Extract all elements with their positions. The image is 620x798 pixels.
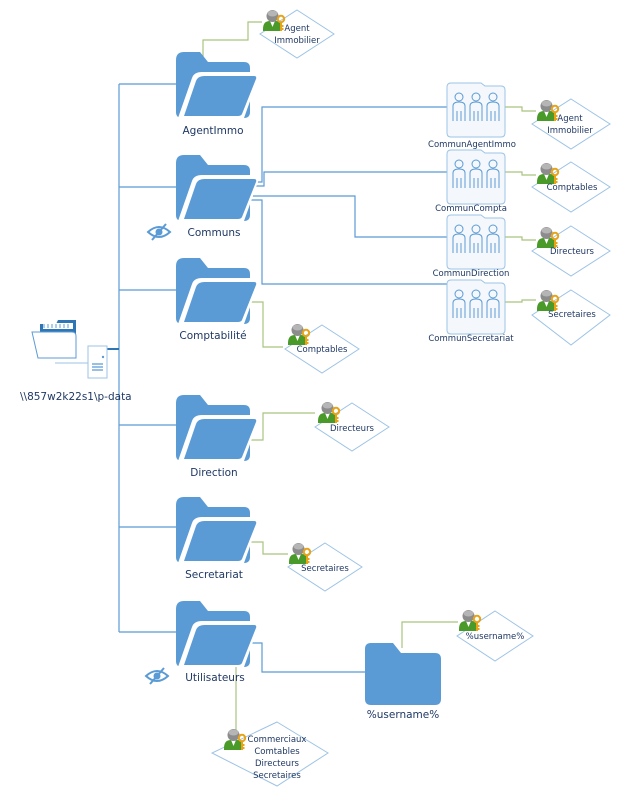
- permission-label: Directeurs: [550, 247, 595, 257]
- permission-label: Agent: [284, 24, 310, 34]
- permission-label: Agent: [557, 114, 583, 124]
- folder-label: Secretariat: [185, 569, 243, 581]
- hidden-eye-icon: [147, 223, 171, 241]
- folder-utilisateurs[interactable]: Utilisateurs: [145, 601, 260, 685]
- group-folder-label: CommunAgentImmo: [428, 140, 516, 150]
- folder-icon: [365, 643, 441, 705]
- folder-username[interactable]: %username%: [365, 643, 441, 721]
- group-folder-icon: [446, 149, 506, 205]
- permission-label: Directeurs: [330, 424, 375, 434]
- folder-icon: [176, 52, 260, 118]
- user-key-icon: [288, 542, 312, 565]
- group-folder-icon: [446, 214, 506, 270]
- permission-label: Comptables: [297, 345, 348, 355]
- user-key-icon: [458, 609, 482, 632]
- folder-label: Direction: [190, 467, 237, 479]
- permission-label: Comptables: [547, 183, 598, 193]
- permission-label: Secretaires: [253, 771, 301, 781]
- group-folder-communsecretariat[interactable]: CommunSecretariat: [428, 279, 514, 344]
- permission-secretariat[interactable]: Secretaires: [287, 542, 363, 592]
- permission-agentimmo[interactable]: Agent Immobilier: [259, 9, 335, 59]
- group-folder-commundirection[interactable]: CommunDirection: [433, 214, 510, 279]
- folder-communs[interactable]: Communs: [147, 155, 260, 241]
- folder-icon: [176, 395, 260, 461]
- permission-label: %username%: [466, 632, 525, 642]
- permission-label: Immobilier: [274, 36, 320, 46]
- network-share-icon: [31, 320, 108, 379]
- user-key-icon: [287, 323, 311, 346]
- folder-icon: [176, 258, 260, 324]
- folder-label: %username%: [367, 709, 439, 721]
- folder-secretariat[interactable]: Secretariat: [176, 497, 260, 581]
- folder-icon: [176, 155, 260, 221]
- root-share-node[interactable]: \\857w2k22s1\p-data: [20, 320, 132, 403]
- permission-direction[interactable]: Directeurs: [314, 401, 390, 452]
- permission-comptabilite[interactable]: Comptables: [284, 323, 360, 374]
- folder-icon: [176, 601, 260, 667]
- folder-label: Utilisateurs: [185, 672, 244, 684]
- group-folder-label: CommunCompta: [435, 204, 507, 214]
- permission-label: Immobilier: [547, 126, 593, 136]
- permission-connectors: [202, 21, 536, 730]
- folder-icon: [176, 497, 260, 563]
- folder-label: Comptabilité: [179, 330, 246, 342]
- group-folder-communagentimmo[interactable]: CommunAgentImmo: [428, 82, 516, 150]
- folder-label: Communs: [188, 227, 241, 239]
- hidden-eye-icon: [145, 667, 169, 685]
- permission-communagentimmo[interactable]: Agent Immobilier: [531, 98, 611, 150]
- folder-label: AgentImmo: [182, 125, 243, 137]
- group-folder-communcompta[interactable]: CommunCompta: [435, 149, 507, 214]
- permission-communcompta[interactable]: Comptables: [531, 161, 611, 213]
- permission-label: Directeurs: [255, 759, 300, 769]
- permission-communsecretariat[interactable]: Secretaires: [531, 289, 611, 346]
- root-share-label: \\857w2k22s1\p-data: [20, 391, 132, 403]
- permission-username[interactable]: %username%: [456, 609, 534, 662]
- permission-label: Secretaires: [548, 310, 596, 320]
- permission-commundirection[interactable]: Directeurs: [531, 225, 611, 277]
- permission-utilisateurs[interactable]: Commerciaux Comtables Directeurs Secreta…: [210, 721, 329, 787]
- folder-direction[interactable]: Direction: [176, 395, 260, 479]
- group-folder-icon: [446, 279, 506, 335]
- user-key-icon: [317, 401, 341, 424]
- group-folder-icon: [446, 82, 506, 138]
- group-folder-label: CommunDirection: [433, 269, 510, 279]
- permission-label: Commerciaux: [248, 735, 307, 745]
- folder-agentimmo[interactable]: AgentImmo: [176, 52, 260, 137]
- permission-label: Comtables: [254, 747, 300, 757]
- group-folder-label: CommunSecretariat: [428, 334, 514, 344]
- tree-connectors: [118, 83, 447, 673]
- folder-comptabilite[interactable]: Comptabilité: [176, 258, 260, 342]
- permission-label: Secretaires: [301, 564, 349, 574]
